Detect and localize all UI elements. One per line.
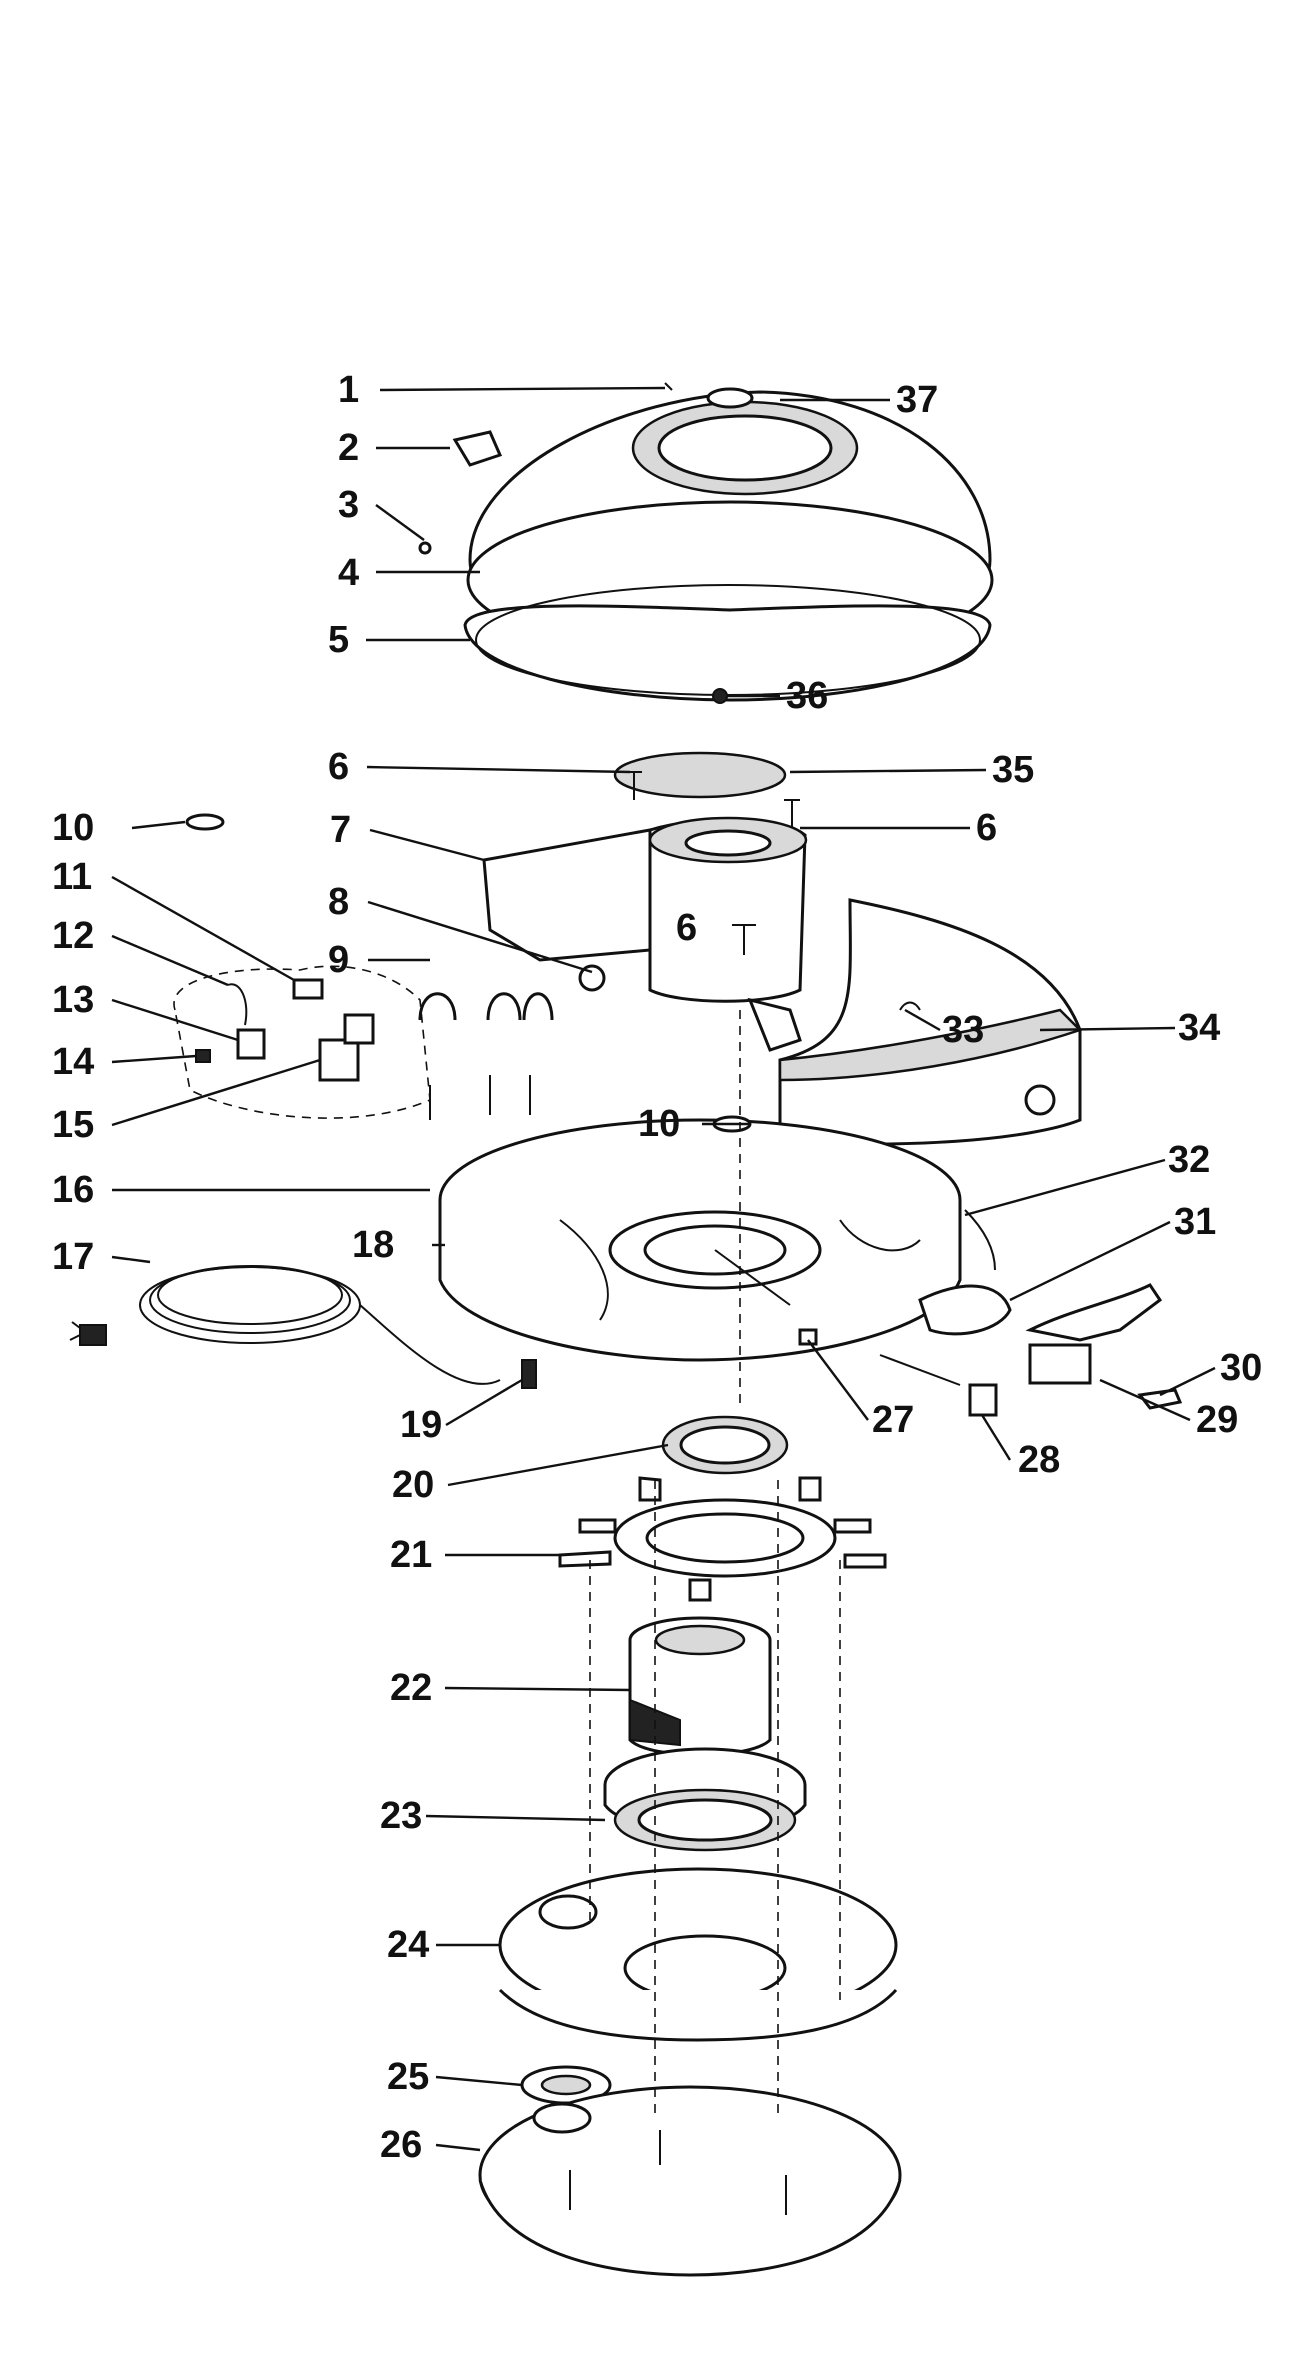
callout-labels: 1 2 3 4 5 6 7 8 9 10 11 12 13 14 15 16 1… xyxy=(52,369,1262,2166)
callout-27: 27 xyxy=(872,1399,914,1441)
side-shroud xyxy=(747,898,1083,1146)
callout-31: 31 xyxy=(1174,1201,1216,1243)
leader-lines xyxy=(111,386,1216,2152)
callout-6-center: 6 xyxy=(676,907,697,949)
filter-housing xyxy=(482,751,808,1003)
callout-4: 4 xyxy=(338,552,359,594)
callout-22: 22 xyxy=(390,1667,432,1709)
callout-7: 7 xyxy=(330,809,351,851)
callout-26: 26 xyxy=(380,2124,422,2166)
callout-25: 25 xyxy=(387,2056,429,2098)
gasket-ring xyxy=(463,584,992,704)
callout-19: 19 xyxy=(400,1404,442,1446)
motor-stack xyxy=(558,1415,887,1852)
callout-17: 17 xyxy=(52,1236,94,1278)
callout-16: 16 xyxy=(52,1169,94,1211)
callout-5: 5 xyxy=(328,619,349,661)
callout-1: 1 xyxy=(338,369,359,411)
callout-10-center: 10 xyxy=(638,1103,680,1145)
electrical-parts xyxy=(173,813,752,1133)
callout-15: 15 xyxy=(52,1104,94,1146)
callout-9: 9 xyxy=(328,939,349,981)
callout-23: 23 xyxy=(380,1795,422,1837)
callout-24: 24 xyxy=(387,1924,429,1966)
callout-33: 33 xyxy=(942,1009,984,1051)
callout-6: 6 xyxy=(328,746,349,788)
callout-11: 11 xyxy=(52,856,92,898)
alignment-lines xyxy=(589,1010,841,2120)
callout-32: 32 xyxy=(1168,1139,1210,1181)
callout-21: 21 xyxy=(390,1534,432,1576)
lid-grille-center xyxy=(657,414,833,482)
callout-3: 3 xyxy=(338,484,359,526)
bottom-plate xyxy=(498,1867,898,2042)
callout-37: 37 xyxy=(896,379,938,421)
callout-30: 30 xyxy=(1220,1347,1262,1389)
pin-part xyxy=(418,541,432,555)
callout-34: 34 xyxy=(1178,1007,1220,1049)
callout-10: 10 xyxy=(52,807,94,849)
callout-35: 35 xyxy=(992,749,1034,791)
cap-part xyxy=(706,387,754,409)
callout-36: 36 xyxy=(786,675,828,717)
base-plate xyxy=(478,2085,902,2277)
hinge-part xyxy=(452,430,503,467)
screw-part-1 xyxy=(664,382,673,391)
base-shell xyxy=(438,1118,962,1362)
callout-6-right: 6 xyxy=(976,807,997,849)
callout-20: 20 xyxy=(392,1464,434,1506)
callout-29: 29 xyxy=(1196,1399,1238,1441)
callout-18: 18 xyxy=(352,1224,394,1266)
callout-8: 8 xyxy=(328,881,349,923)
callout-28: 28 xyxy=(1018,1439,1060,1481)
callout-12: 12 xyxy=(52,915,94,957)
power-cord xyxy=(69,1265,537,1389)
callout-14: 14 xyxy=(52,1041,94,1083)
callout-13: 13 xyxy=(52,979,94,1021)
callout-2: 2 xyxy=(338,427,359,469)
